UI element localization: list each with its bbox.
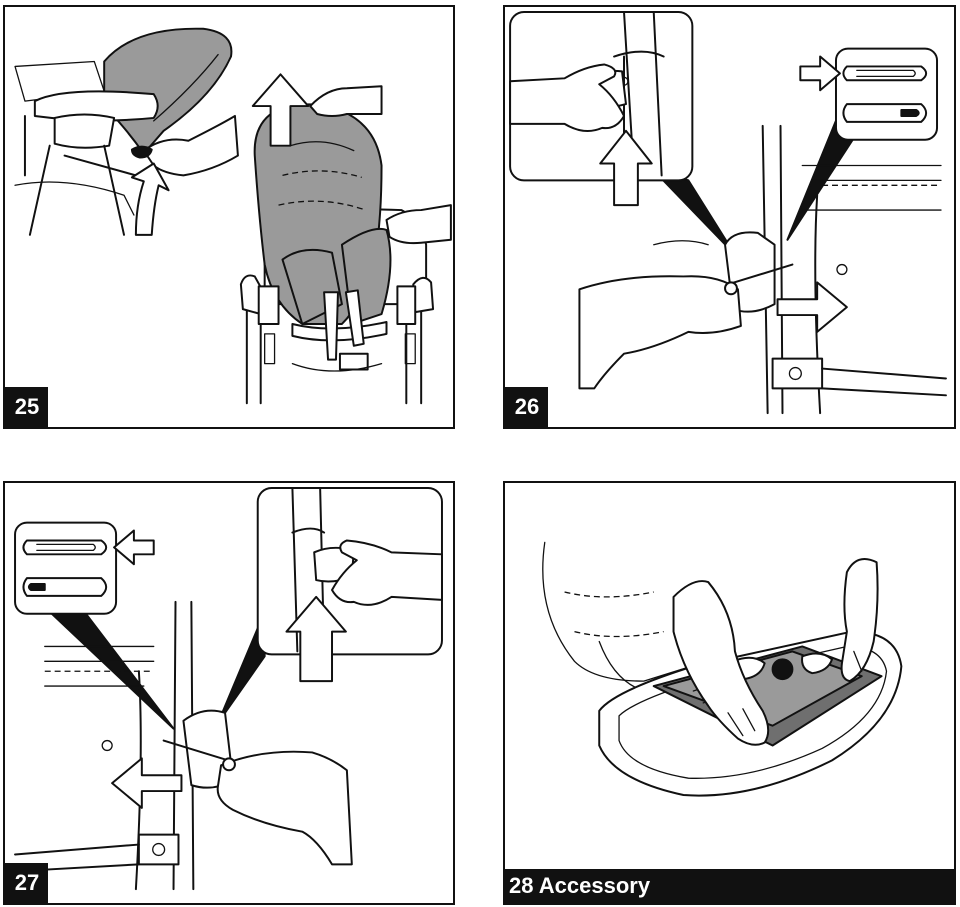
step-label: 28 Accessory: [505, 869, 954, 903]
step-26-illustration: [509, 10, 947, 415]
step-25-illustration: [14, 27, 452, 405]
step-27-illustration: [14, 486, 443, 891]
step-26-panel: 26: [503, 5, 956, 429]
step-27-panel: 27: [3, 481, 455, 905]
step-number: 27: [5, 863, 48, 903]
step-number: 26: [505, 387, 548, 427]
step-28-illustration: [542, 541, 903, 797]
step-25-panel: 25: [3, 5, 455, 429]
step-28-panel: 28 Accessory: [503, 481, 956, 905]
step-number: 25: [5, 387, 48, 427]
